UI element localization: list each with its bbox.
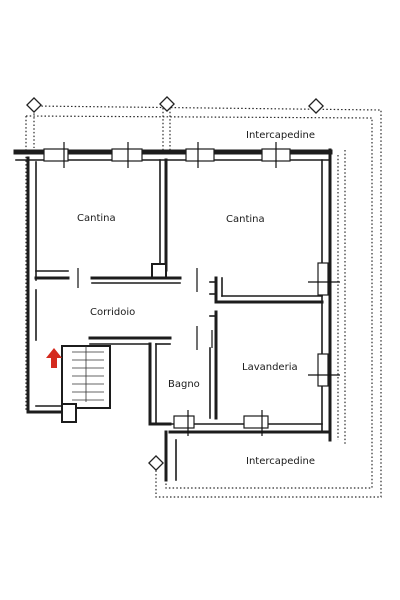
room-label-lavanderia: Lavanderia — [242, 362, 298, 373]
entrance-arrow-icon — [46, 348, 62, 368]
survey-markers — [26, 96, 324, 471]
stairs-icon — [61, 345, 111, 423]
diamond-marker-icon — [26, 97, 42, 113]
room-label-cantina-left: Cantina — [77, 213, 116, 224]
lower-intercapedine-walls — [164, 410, 269, 482]
interior-walls — [26, 158, 324, 426]
diamond-marker-icon — [148, 455, 164, 471]
room-label-bagno: Bagno — [168, 379, 200, 390]
room-label-corridoio: Corridoio — [90, 307, 135, 318]
room-label-intercapedine-top: Intercapedine — [246, 130, 315, 141]
diamond-marker-icon — [159, 96, 175, 112]
top-windows — [43, 142, 291, 168]
outer-boundary — [25, 105, 382, 498]
room-label-intercapedine-bottom: Intercapedine — [246, 456, 315, 467]
room-label-cantina-right: Cantina — [226, 214, 265, 225]
diamond-marker-icon — [308, 98, 324, 114]
right-windows — [308, 262, 340, 387]
